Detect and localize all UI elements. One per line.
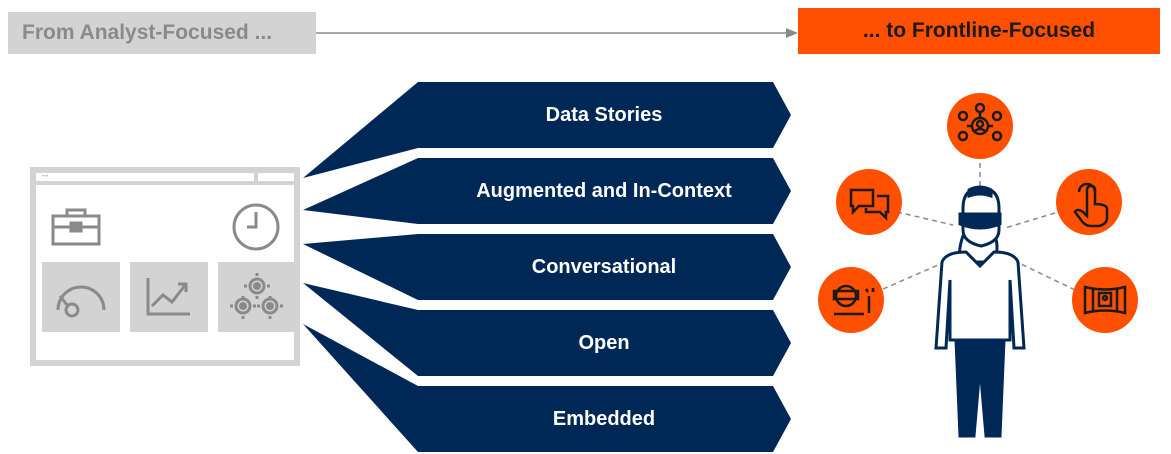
from-analyst-text: From Analyst-Focused ... (22, 21, 273, 44)
svg-text:•••: ••• (42, 174, 48, 180)
gauge-icon (56, 285, 106, 318)
capability-label: Data Stories (545, 103, 663, 126)
gears-icon (230, 273, 283, 319)
capability-arrow-data-stories (303, 82, 791, 178)
capability-arrow-embedded (303, 324, 791, 452)
capability-data-stories: Data Stories (420, 86, 788, 144)
dashboard-panel: ••• (30, 167, 300, 366)
transition-arrow (316, 28, 798, 38)
capability-label: Augmented and In-Context (476, 179, 732, 202)
panorama-icon (1072, 267, 1138, 333)
capability-arrows (303, 82, 791, 452)
vr-headset-icon (818, 267, 884, 333)
capability-conversational: Conversational (420, 238, 788, 296)
trend-chart-icon (146, 278, 190, 316)
capability-arrow-open (303, 283, 791, 376)
to-frontline-label: ... to Frontline-Focused (798, 8, 1160, 54)
capability-open: Open (420, 314, 788, 372)
capability-label: Embedded (552, 407, 656, 430)
briefcase-icon (51, 208, 101, 246)
capability-arrow-augmented (303, 158, 791, 224)
capability-embedded: Embedded (420, 390, 788, 448)
capability-label: Open (578, 331, 630, 354)
frontline-worker-figure (934, 185, 1026, 438)
capability-augmented: Augmented and In-Context (420, 162, 788, 220)
network-user-icon (947, 93, 1013, 159)
tap-hand-icon (1056, 169, 1122, 235)
clock-icon (232, 203, 280, 251)
capability-arrow-conversational (303, 234, 791, 300)
capability-label: Conversational (531, 255, 677, 278)
chat-bubbles-icon (836, 169, 902, 235)
from-analyst-label: From Analyst-Focused ... (8, 12, 316, 54)
to-frontline-text: ... to Frontline-Focused (862, 19, 1096, 42)
